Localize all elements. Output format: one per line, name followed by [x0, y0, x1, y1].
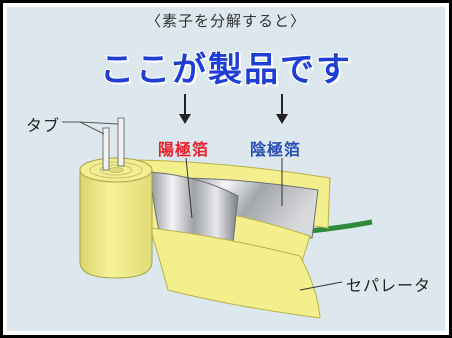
subtitle: 〈素子を分解すると〉: [145, 12, 306, 30]
anode-foil-label: 陽極箔: [158, 140, 210, 159]
cathode-foil-label: 陰極箔: [250, 140, 302, 159]
tab-left: [102, 127, 110, 171]
headline: ここが製品です: [100, 50, 352, 90]
element-roll: [79, 169, 153, 279]
tab-right: [117, 117, 125, 167]
separator-label: セパレータ: [346, 276, 432, 295]
tab-label: タブ: [26, 116, 61, 135]
separator-strip-front: [149, 227, 321, 319]
